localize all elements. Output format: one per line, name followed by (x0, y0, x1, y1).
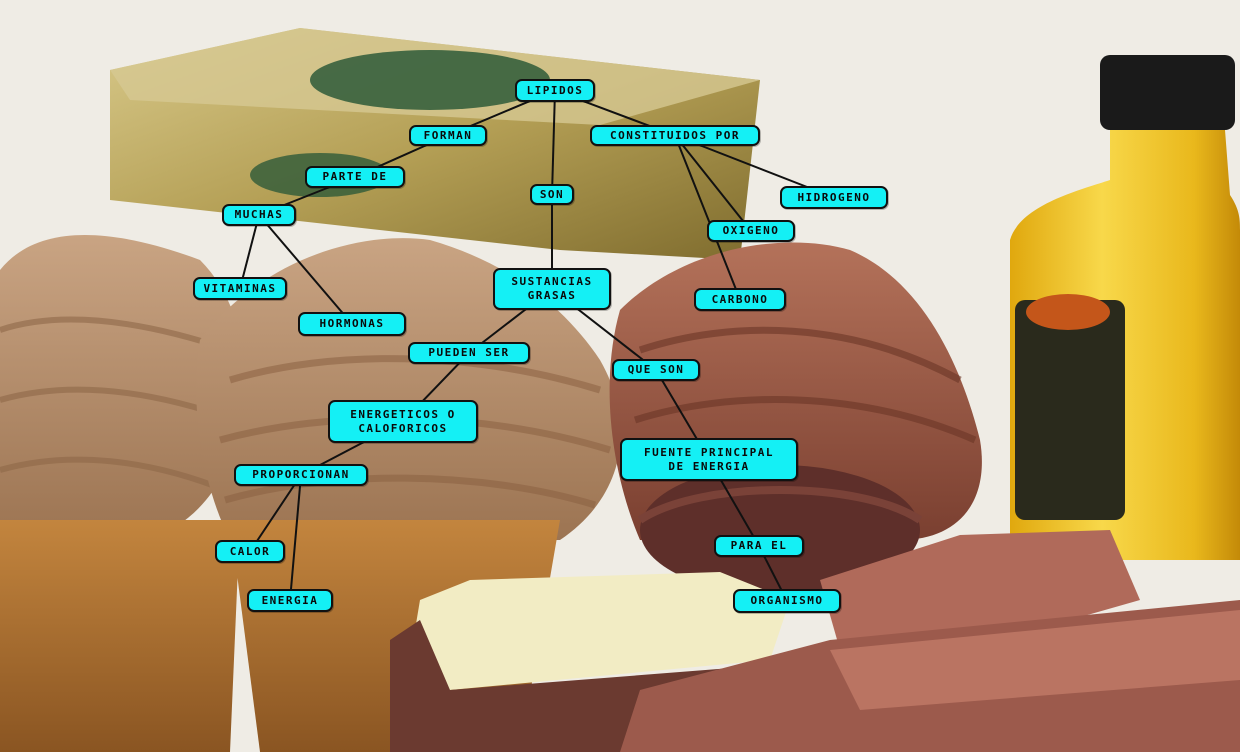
node-hormonas: HORMONAS (298, 312, 406, 336)
white-chocolate-shape (410, 572, 790, 690)
node-constituidos-por: CONSTITUIDOS POR (590, 125, 760, 146)
link-constituidos_por-oxigeno (674, 134, 752, 232)
ice-cream-left-shape (0, 235, 244, 540)
node-parte-de: PARTE DE (305, 166, 405, 188)
node-hidrogeno: HIDROGENO (780, 186, 888, 209)
cone-left-shape (0, 520, 240, 752)
node-sustancias-grasas: SUSTANCIAS GRASAS (493, 268, 611, 310)
link-muchas-hormonas (258, 214, 353, 325)
node-oxigeno: OXIGENO (707, 220, 795, 242)
node-fuente-principal: FUENTE PRINCIPAL DE ENERGIA (620, 438, 798, 481)
node-forman: FORMAN (409, 125, 487, 146)
node-carbono: CARBONO (694, 288, 786, 311)
node-muchas: MUCHAS (222, 204, 296, 226)
node-pueden-ser: PUEDEN SER (408, 342, 530, 364)
node-para-el: PARA EL (714, 535, 804, 557)
link-constituidos_por-carbono (674, 135, 741, 300)
node-lipidos: LIPIDOS (515, 79, 595, 102)
link-lipidos-son (551, 90, 556, 195)
node-energia: ENERGIA (247, 589, 333, 612)
link-proporcionan-energia (289, 474, 302, 601)
node-que-son: QUE SON (612, 359, 700, 381)
node-son: SON (530, 184, 574, 205)
link-proporcionan-calor (249, 474, 302, 553)
oil-bottle-cap (1100, 55, 1235, 130)
node-vitaminas: VITAMINAS (193, 277, 287, 300)
node-energeticos: ENERGETICOS O CALOFORICOS (328, 400, 478, 443)
node-proporcionan: PROPORCIONAN (234, 464, 368, 486)
node-organismo: ORGANISMO (733, 589, 841, 613)
link-muchas-vitaminas (239, 214, 260, 289)
node-calor: CALOR (215, 540, 285, 563)
